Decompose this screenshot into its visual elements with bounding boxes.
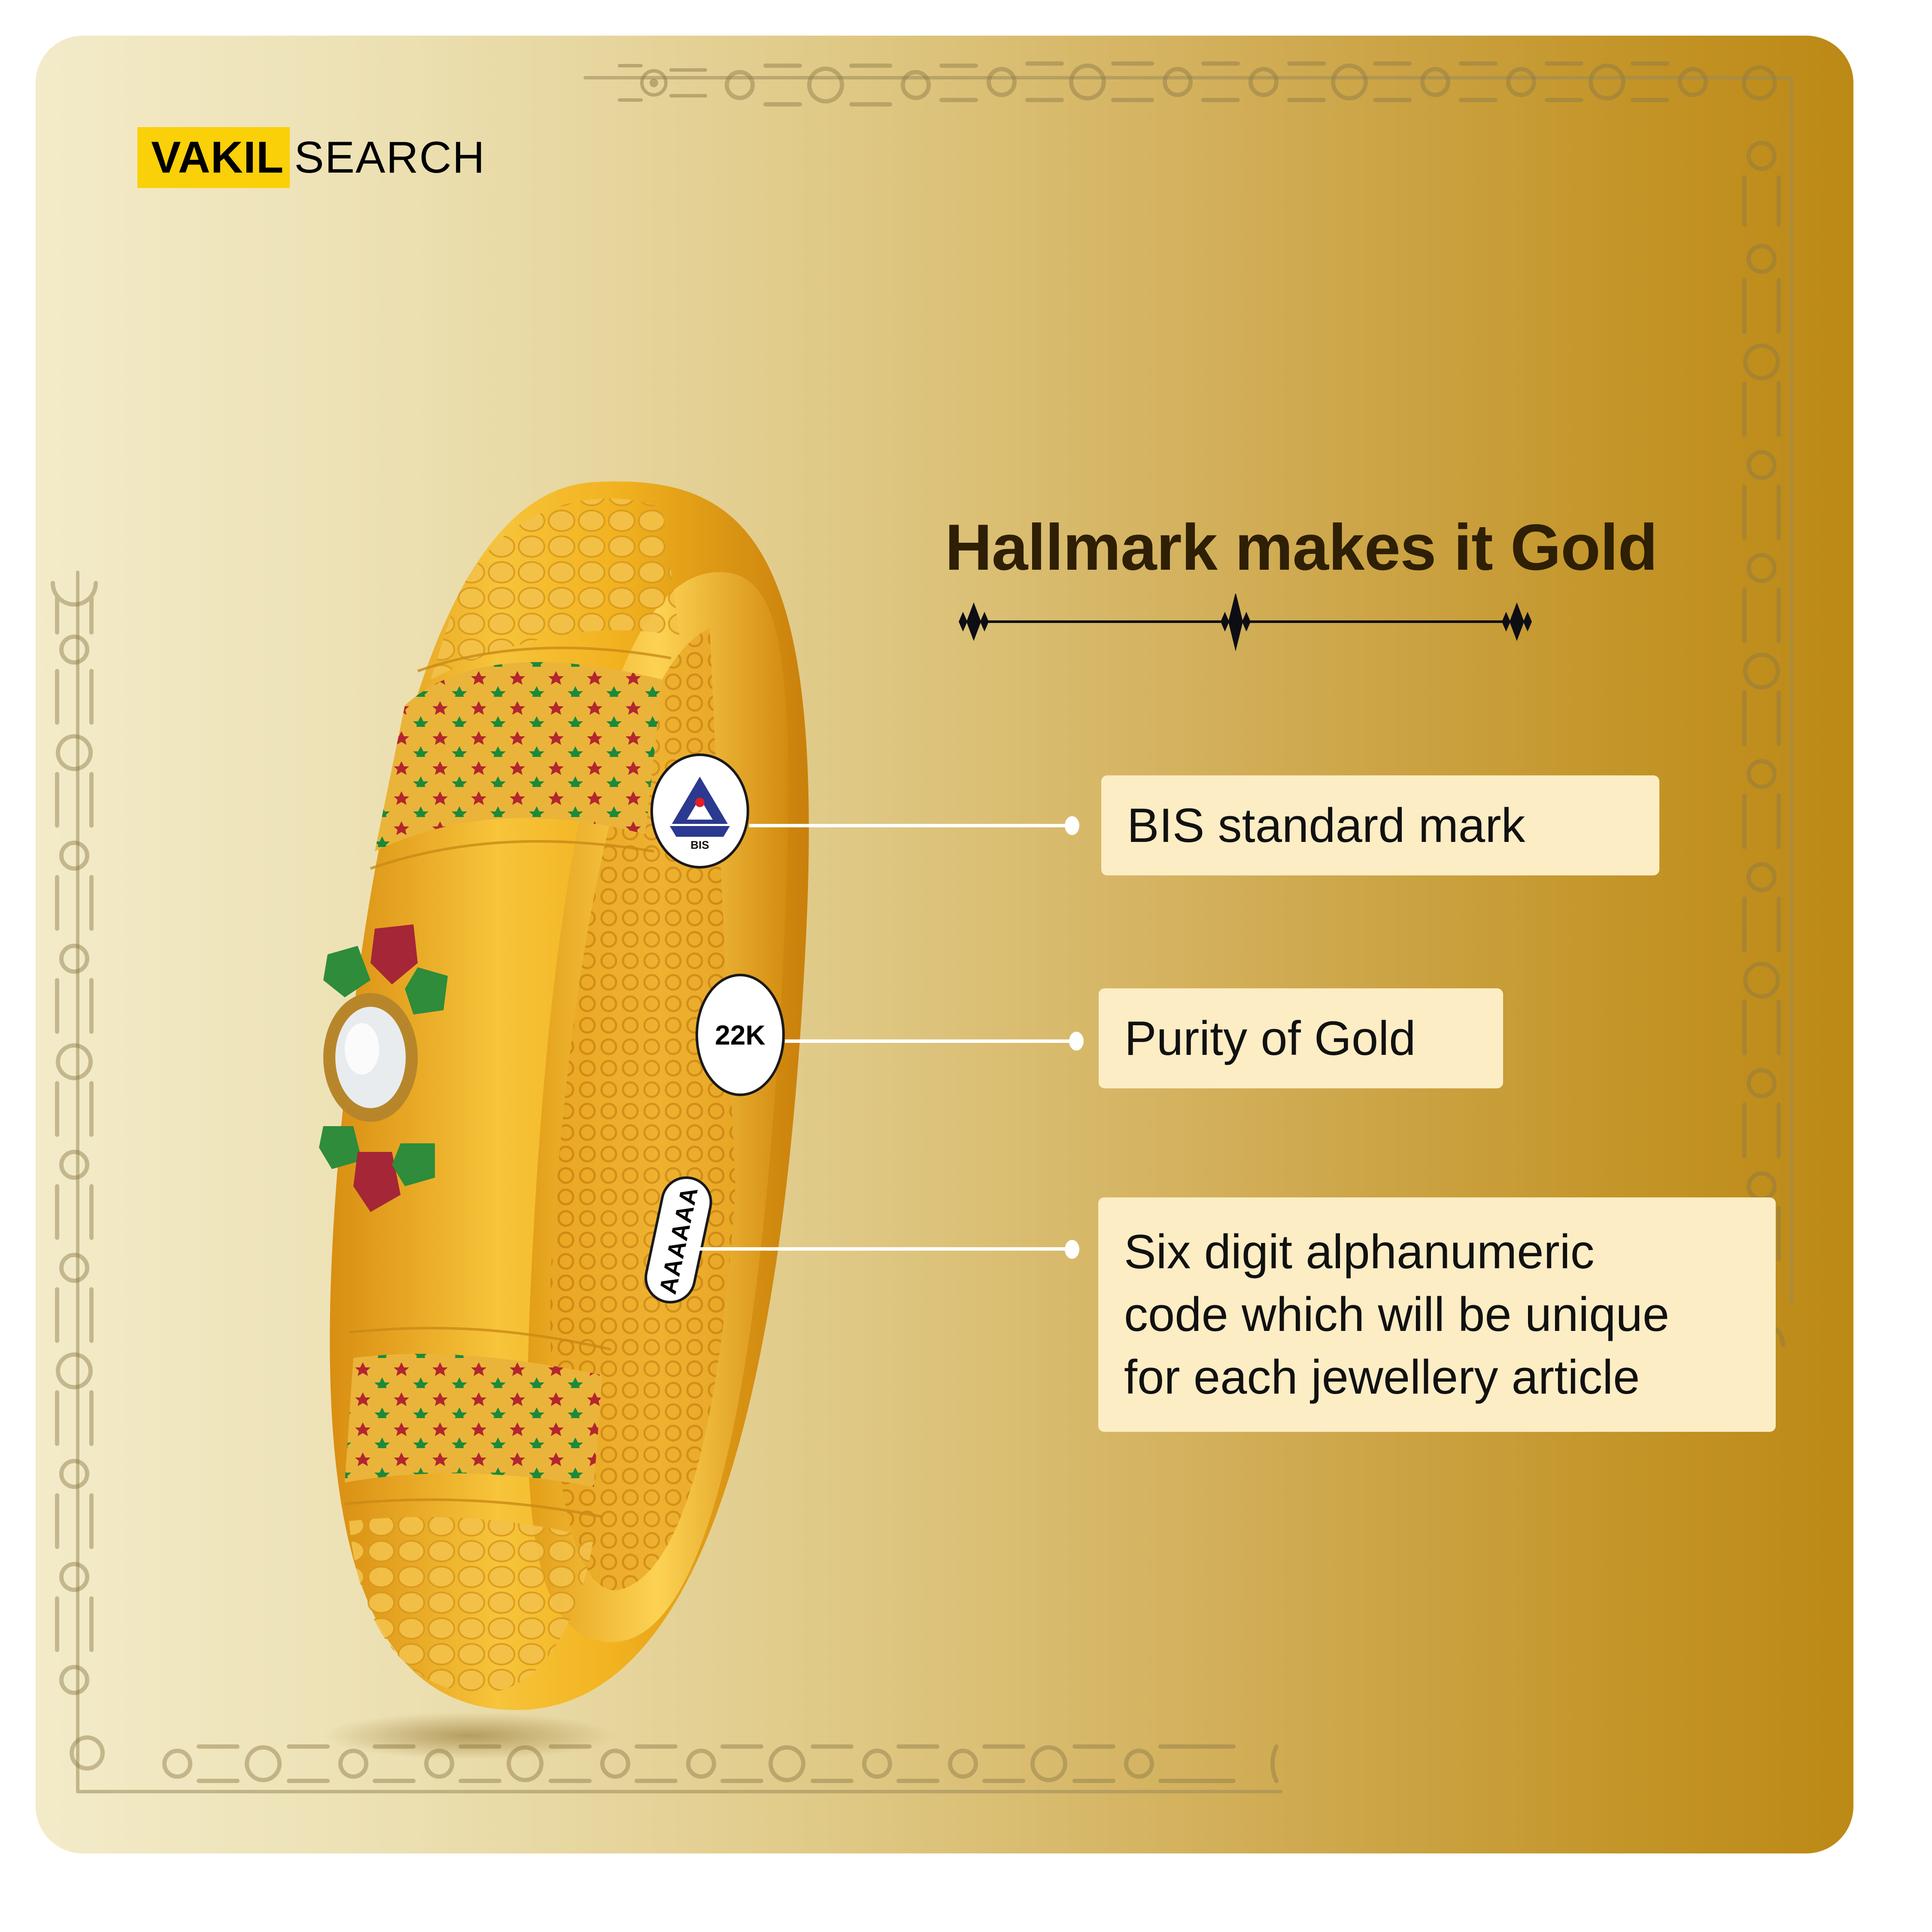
- label-purity-of-gold: Purity of Gold: [1099, 988, 1503, 1088]
- svg-text:BIS: BIS: [690, 838, 709, 851]
- label-line: code which will be unique: [1124, 1288, 1670, 1341]
- label-text: Purity of Gold: [1124, 1012, 1416, 1065]
- label-bis-standard-mark: BIS standard mark: [1101, 775, 1659, 875]
- connector-line: [785, 1039, 1077, 1043]
- huid-code-text: AAAAAA: [653, 1183, 703, 1297]
- brand-logo: VAKIL SEARCH: [137, 127, 486, 188]
- connector-line: [749, 824, 1071, 827]
- brand-logo-highlight: VAKIL: [137, 127, 290, 188]
- connector-dot: [1065, 816, 1079, 835]
- kundan-flower-icon: [319, 924, 448, 1212]
- bis-mark-badge: BIS: [650, 753, 749, 869]
- infographic-card: VAKIL SEARCH Hallmark makes it Gold: [36, 36, 1853, 1853]
- label-text: BIS standard mark: [1127, 799, 1525, 852]
- page-title: Hallmark makes it Gold: [945, 511, 1658, 584]
- brand-logo-text: SEARCH: [294, 132, 486, 182]
- connector-line: [699, 1247, 1072, 1251]
- purity-badge: 22K: [696, 974, 785, 1096]
- gold-bangle-image: [319, 481, 809, 1759]
- purity-badge-text: 22K: [715, 1019, 766, 1051]
- ornamental-divider-icon: [959, 594, 1532, 651]
- bis-logo-icon: BIS: [670, 777, 730, 851]
- connector-dot: [1065, 1240, 1079, 1259]
- label-huid-description: Six digit alphanumeric code which will b…: [1098, 1197, 1776, 1432]
- label-line: for each jewellery article: [1124, 1350, 1640, 1404]
- label-line: Six digit alphanumeric: [1124, 1225, 1595, 1279]
- connector-dot: [1069, 1032, 1084, 1051]
